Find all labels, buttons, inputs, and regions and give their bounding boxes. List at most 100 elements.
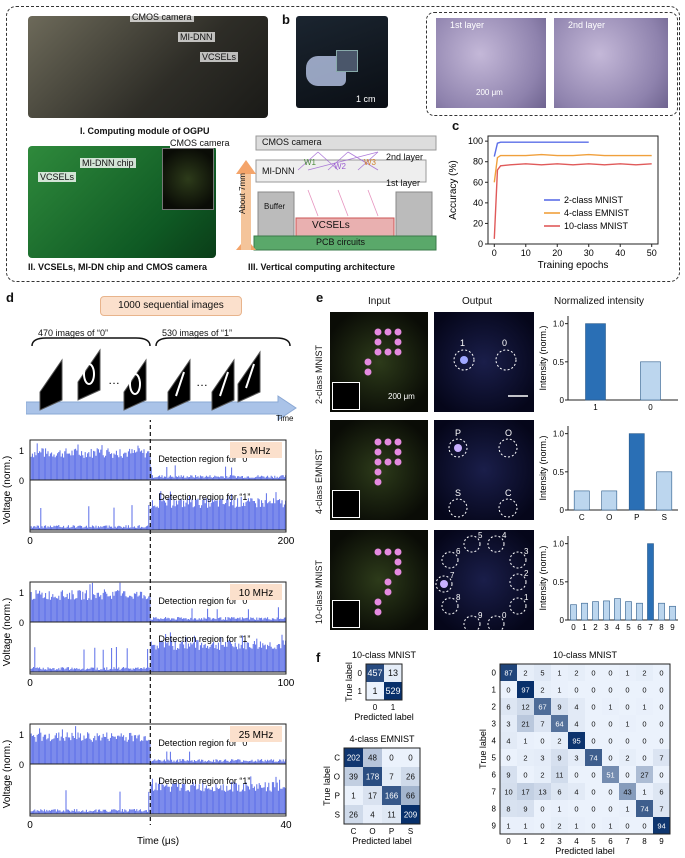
weight-w2: W2 [334, 162, 346, 171]
chart-c-series-line [493, 153, 652, 183]
intensity-bar [573, 490, 590, 511]
cm-cell-value: 7 [659, 805, 663, 814]
bar-category-label: 9 [670, 623, 675, 632]
cm-cell-value: 0 [608, 686, 612, 695]
cm-col-label: 7 [625, 837, 630, 846]
cm-cell-value: 4 [574, 703, 578, 712]
cm-cell-value: 1 [608, 703, 612, 712]
col-norm-header: Normalized intensity [554, 296, 645, 307]
input-pixel-dot [384, 438, 392, 446]
cm-cell [363, 767, 382, 786]
cm-row-label: 4 [492, 737, 497, 746]
arch-layer1-label: 1st layer [386, 178, 421, 188]
cm-col-label: 9 [659, 837, 664, 846]
cmos-camera-photo [162, 148, 214, 210]
trace-ylabel: Voltage (norm.) [2, 456, 13, 524]
cm-cell [363, 786, 382, 805]
input-pixel-dot [394, 558, 402, 566]
cm-cell [602, 749, 619, 766]
input-pink-dots [364, 328, 402, 616]
cm-cell-value: 9 [557, 754, 561, 763]
chart-c-xtick-label: 50 [647, 248, 657, 258]
detector-circle [453, 349, 475, 371]
cm-cell [534, 783, 551, 800]
detector-circle [509, 573, 527, 591]
bar-category-label: 4 [615, 623, 620, 632]
caption-vertical-architecture: III. Vertical computing architecture [248, 262, 396, 272]
cm-cell-value: 13 [538, 788, 546, 797]
cm-cell-value: 12 [521, 703, 529, 712]
cm-cell [619, 766, 636, 783]
trace-xlabel: Time (μs) [137, 836, 179, 847]
cm-cell [636, 749, 653, 766]
cm-cell-value: 2 [540, 771, 544, 780]
trace-xmin: 0 [27, 820, 33, 831]
chart-c-ytick-label: 100 [468, 136, 483, 146]
cm-cell-value: 2 [642, 669, 646, 678]
cm-cell-value: 3 [506, 720, 510, 729]
cm-cell [653, 698, 670, 715]
cm-cell [382, 786, 401, 805]
cm-cell [636, 698, 653, 715]
cm-col-label: 1 [391, 703, 396, 712]
arch-buffer-label: Buffer [264, 202, 286, 211]
cm-col-label: 0 [506, 837, 511, 846]
cm-cell [534, 681, 551, 698]
cm-cell-value: 2 [557, 737, 561, 746]
detector-label: 9 [478, 611, 483, 620]
cm-cell-value: 0 [642, 720, 646, 729]
input-pixel-dot [394, 548, 402, 556]
cm-row-label: 0 [492, 669, 497, 678]
cm-cell [568, 749, 585, 766]
cm-cell [500, 732, 517, 749]
cm-row-label: 1 [358, 687, 363, 696]
bar-category-label: 7 [648, 623, 653, 632]
bar-ytick-label: 0.5 [553, 358, 565, 367]
panel-label-e: e [316, 290, 324, 305]
panel-label-d: d [6, 290, 14, 305]
cm-col-label: 3 [557, 837, 562, 846]
cm-cell-value: 4 [574, 788, 578, 797]
cm-cell-value: 97 [521, 686, 529, 695]
cm-cell-value: 1 [625, 805, 629, 814]
cm-cell [602, 783, 619, 800]
cm-cell [653, 715, 670, 732]
arch-vcsels-label: VCSELs [312, 220, 350, 231]
cm-cell [382, 748, 401, 767]
cm-cell-value: 1 [557, 805, 561, 814]
cm-cell-value: 0 [389, 754, 394, 763]
cm-cell [636, 681, 653, 698]
cm-cell-value: 0 [659, 686, 663, 695]
trace-ytick-0: 0 [19, 476, 24, 486]
scale-200um-input: 200 μm [388, 392, 415, 401]
cm-cell [619, 681, 636, 698]
cm-cell-value: 94 [657, 822, 665, 831]
detection-region-0: Detection region for “0” [158, 738, 250, 748]
row-label-10class: 10-class MNIST [314, 559, 324, 624]
cm-cell [551, 749, 568, 766]
cm-cell [619, 749, 636, 766]
cm-cell-value: 6 [506, 703, 510, 712]
input-pixel-dot [394, 458, 402, 466]
col-input-header: Input [368, 296, 391, 307]
cm-cell-value: 26 [349, 811, 358, 820]
cm-cell [585, 749, 602, 766]
cm-cell [401, 805, 420, 824]
bar-ytick-label: 1.0 [553, 430, 565, 439]
svg-text:…: … [196, 375, 208, 389]
cm-cell-value: 1 [557, 686, 561, 695]
microscope-frame [426, 12, 678, 116]
chart-c-xtick-label: 30 [584, 248, 594, 258]
cm-cell [585, 783, 602, 800]
trace-ylabel: Voltage (norm.) [2, 740, 13, 808]
input-pixel-dot [394, 448, 402, 456]
cm-cell-value: 39 [349, 773, 358, 782]
cm-cell [568, 732, 585, 749]
detector-circle [463, 615, 481, 630]
cm-cell-value: 10 [504, 788, 512, 797]
bar-category-label: 0 [648, 403, 653, 412]
sequential-images-title: 1000 sequential images [100, 296, 242, 316]
cm-cell-value: 4 [574, 720, 578, 729]
cm-cell-value: 0 [608, 737, 612, 746]
